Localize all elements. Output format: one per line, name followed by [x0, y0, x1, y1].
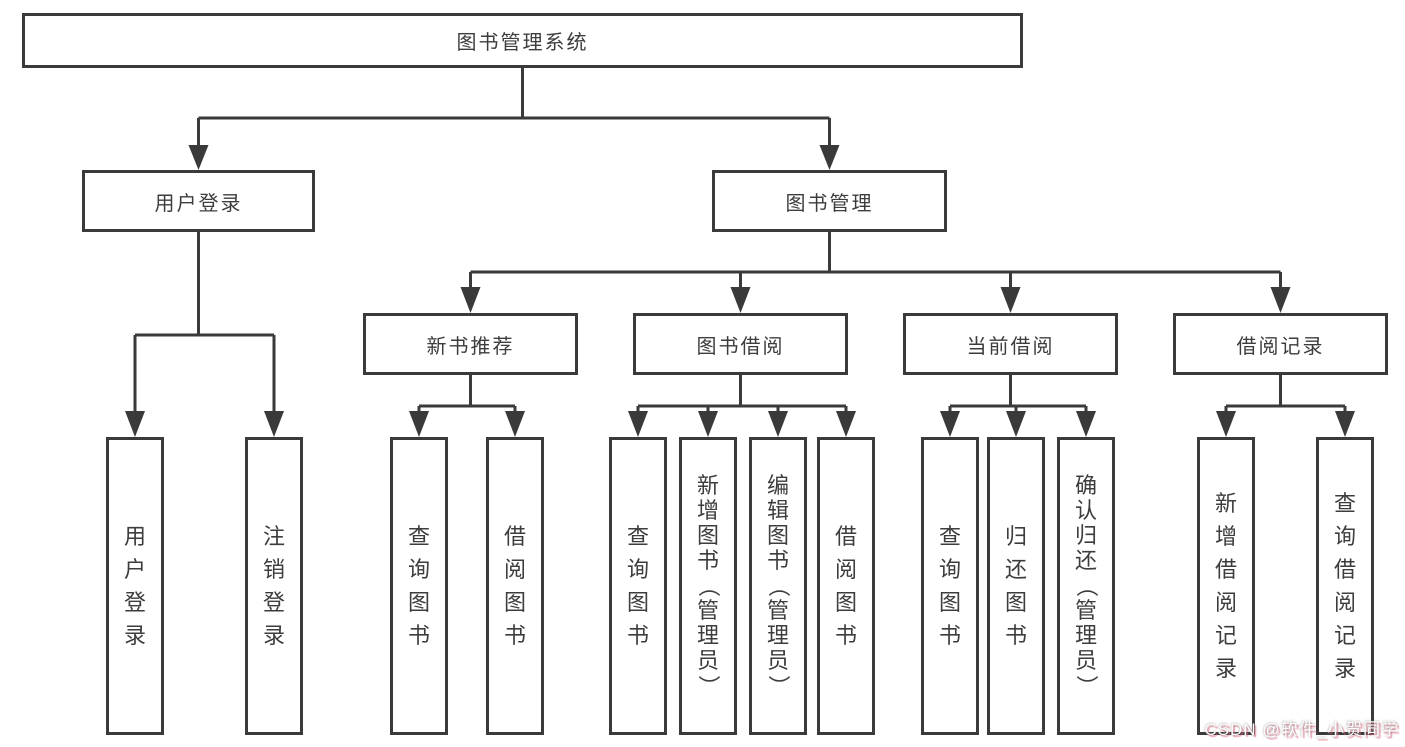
arrow-down-icon: [1000, 287, 1021, 313]
node-label: 借阅图书: [834, 523, 857, 648]
connector-user-login-to-leaves: [133, 232, 276, 416]
node-label: 用户登录: [154, 192, 243, 215]
arrow-down-icon: [1076, 411, 1096, 437]
node-label: 借阅图书: [503, 523, 526, 648]
node-label: 查询图书: [938, 523, 961, 648]
arrow-down-icon: [768, 411, 788, 437]
node-library-system: 图书管理系统: [22, 13, 1023, 68]
arrow-down-icon: [1006, 411, 1026, 437]
node-label: 图书管理系统: [456, 32, 589, 54]
connector-new-books-to-leaves: [417, 375, 517, 416]
node-leaf-borrow-books-1: 借阅图书: [486, 437, 544, 735]
node-label: 确认归还（管理员）: [1073, 473, 1099, 698]
arrow-down-icon: [1216, 411, 1236, 437]
node-leaf-query-books-2: 查询图书: [609, 437, 667, 735]
node-label: 编辑图书（管理员）: [765, 473, 791, 698]
arrow-down-icon: [188, 145, 209, 170]
node-user-login: 用户登录: [82, 170, 315, 232]
node-label: 新增借阅记录: [1214, 490, 1237, 681]
node-leaf-query-books-1: 查询图书: [390, 437, 448, 735]
node-label: 注销登录: [262, 523, 285, 648]
arrow-down-icon: [125, 411, 145, 437]
node-label: 图书借阅: [696, 335, 785, 358]
connector-book-mgmt-to-level2: [469, 232, 1282, 292]
node-label: 借阅记录: [1236, 335, 1325, 358]
arrow-down-icon: [730, 287, 751, 313]
node-label: 归还图书: [1004, 523, 1027, 648]
arrow-down-icon: [698, 411, 718, 437]
connector-current-borrow-to-leaves: [948, 375, 1088, 416]
arrow-down-icon: [264, 411, 284, 437]
node-leaf-query-books-3: 查询图书: [921, 437, 979, 735]
connector-book-borrow-to-leaves: [636, 375, 848, 416]
node-leaf-edit-books-admin: 编辑图书（管理员）: [749, 437, 807, 735]
node-leaf-add-borrow-record: 新增借阅记录: [1197, 437, 1255, 735]
connector-borrow-records-to-leaves: [1224, 375, 1347, 416]
node-label: 用户登录: [123, 523, 146, 648]
arrow-down-icon: [940, 411, 960, 437]
arrow-down-icon: [505, 411, 525, 437]
node-leaf-add-books-admin: 新增图书（管理员）: [679, 437, 737, 735]
node-label: 新书推荐: [426, 335, 515, 358]
arrow-down-icon: [1270, 287, 1291, 313]
node-leaf-borrow-books-2: 借阅图书: [817, 437, 875, 735]
arrow-down-icon: [628, 411, 648, 437]
node-current-borrow: 当前借阅: [903, 313, 1118, 375]
node-leaf-confirm-return-admin: 确认归还（管理员）: [1057, 437, 1115, 735]
node-book-borrow: 图书借阅: [633, 313, 848, 375]
connector-root-to-level1: [197, 68, 831, 150]
arrow-down-icon: [819, 145, 840, 170]
node-label: 当前借阅: [966, 335, 1055, 358]
node-borrow-records: 借阅记录: [1173, 313, 1388, 375]
node-label: 查询借阅记录: [1333, 490, 1356, 681]
node-label: 查询图书: [626, 523, 649, 648]
node-leaf-user-login: 用户登录: [106, 437, 164, 735]
node-leaf-query-borrow-record: 查询借阅记录: [1316, 437, 1374, 735]
node-label: 查询图书: [407, 523, 430, 648]
node-label: 新增图书（管理员）: [695, 473, 721, 698]
arrow-down-icon: [409, 411, 429, 437]
node-label: 图书管理: [785, 192, 874, 215]
node-new-book-recommend: 新书推荐: [363, 313, 578, 375]
node-leaf-logout: 注销登录: [245, 437, 303, 735]
node-leaf-return-books: 归还图书: [987, 437, 1045, 735]
arrow-down-icon: [836, 411, 856, 437]
node-book-management: 图书管理: [712, 170, 947, 232]
arrow-down-icon: [460, 287, 481, 313]
arrow-down-icon: [1335, 411, 1355, 437]
